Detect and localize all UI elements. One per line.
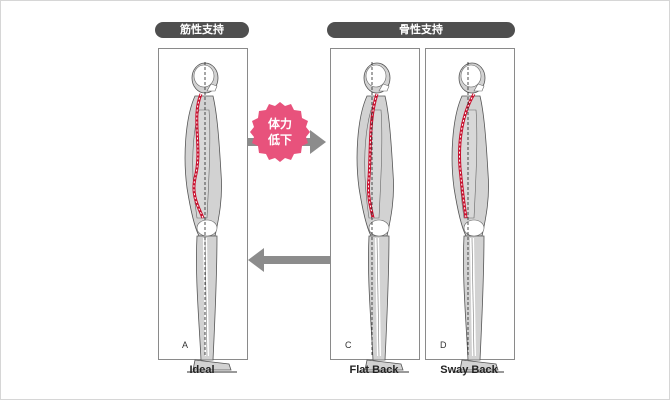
panel-letter-d: D xyxy=(440,340,447,350)
badge-line-1: 体力 xyxy=(267,117,292,131)
badge-starburst-icon xyxy=(250,102,310,162)
panel-letter-a: A xyxy=(182,340,189,350)
left-arrow-icon xyxy=(248,248,330,272)
caption-sway-back: Sway Back xyxy=(440,364,498,376)
muscle-support-header: 筋性支持 xyxy=(155,22,249,38)
panel-letter-c: C xyxy=(345,340,352,350)
caption-flat-back: Flat Back xyxy=(349,364,399,376)
caption-ideal: Ideal xyxy=(189,364,215,376)
badge-line-2: 低下 xyxy=(267,133,292,147)
bone-support-header: 骨性支持 xyxy=(327,22,515,38)
badge-label: 体力 低下 xyxy=(252,116,308,148)
